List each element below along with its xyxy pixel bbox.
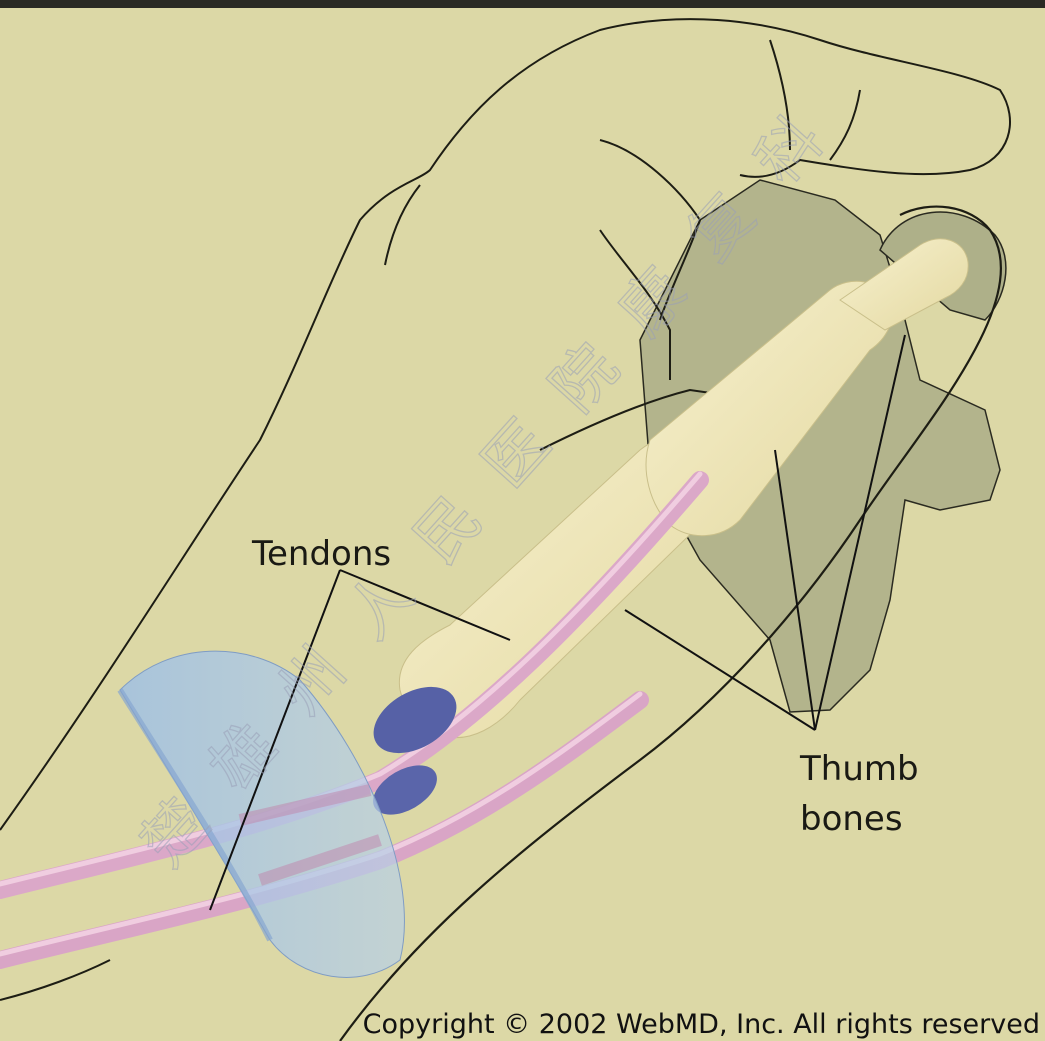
label-thumb: Thumb [799,749,919,789]
top-border [0,0,1045,8]
label-bones: bones [800,799,903,839]
label-tendons: Tendons [251,534,391,574]
copyright-notice: Copyright © 2002 WebMD, Inc. All rights … [363,1009,1040,1040]
